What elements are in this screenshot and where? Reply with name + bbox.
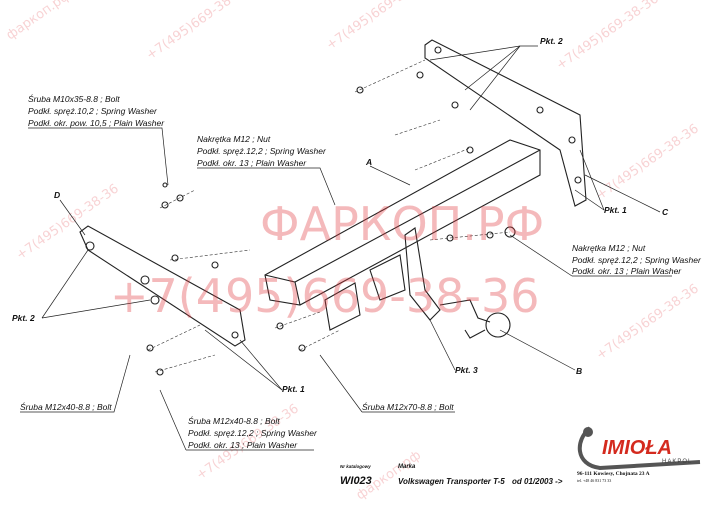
svg-text:Podkł. spręż.12,2 ; Spring Was: Podkł. spręż.12,2 ; Spring Washer	[197, 146, 327, 156]
towball-b	[439, 299, 511, 339]
svg-text:+7(495)669-38-36: +7(495)669-38-36	[14, 181, 122, 263]
crossbar-a	[264, 139, 541, 331]
callout-bottom-right: Śruba M12x70-8.8 ; Bolt	[362, 401, 454, 412]
callout-top-left: Śruba M10x35-8.8 ; Bolt Podkł. spręż.10,…	[28, 93, 165, 128]
watermark-phone: +7(495)669-38-36	[110, 269, 540, 323]
callout-top-mid: Nakrętka M12 ; Nut Podkł. spręż.12,2 ; S…	[197, 134, 327, 168]
label-pkt2-left: Pkt. 2	[12, 313, 35, 323]
label-pkt2-top: Pkt. 2	[540, 36, 563, 46]
label-d: D	[54, 190, 60, 200]
svg-text:Marka: Marka	[398, 464, 416, 470]
svg-text:Śruba M10x35-8.8 ; Bolt: Śruba M10x35-8.8 ; Bolt	[28, 93, 120, 104]
svg-text:+7(495)669-38-36: +7(495)669-38-36	[144, 0, 252, 63]
label-c: C	[662, 207, 669, 217]
svg-text:Podkł. okr. 13 ; Plain Washer: Podkł. okr. 13 ; Plain Washer	[188, 440, 298, 450]
callout-bottom-mid: Śruba M12x40-8.8 ; Bolt Podkł. spręż.12,…	[188, 415, 318, 450]
svg-text:Podkł. okr. 13 ; Plain Washer: Podkł. okr. 13 ; Plain Washer	[572, 266, 682, 276]
vehicle-model: Volkswagen Transporter T-5	[398, 477, 505, 486]
title-block: Nr katalogowy Marka WI023 Volkswagen Tra…	[340, 464, 563, 487]
label-b: B	[576, 366, 582, 376]
catalog-number: WI023	[340, 475, 372, 487]
svg-text:Nr katalogowy: Nr katalogowy	[340, 464, 371, 469]
svg-text:+7(495)669-38-36: +7(495)669-38-36	[324, 0, 432, 53]
svg-text:+7(495)669-38-36: +7(495)669-38-36	[594, 121, 702, 203]
label-a: A	[365, 157, 372, 167]
callout-bottom-left: Śruba M12x40-8.8 ; Bolt	[20, 401, 112, 412]
svg-text:+7(495)669-38-36: +7(495)669-38-36	[554, 0, 662, 73]
svg-text:Nakrętka M12 ; Nut: Nakrętka M12 ; Nut	[572, 243, 646, 253]
label-pkt1-right: Pkt. 1	[604, 205, 627, 215]
label-pkt1-bottom: Pkt. 1	[282, 384, 305, 394]
bracket-c	[424, 39, 587, 207]
svg-text:Śruba M12x40-8.8 ; Bolt: Śruba M12x40-8.8 ; Bolt	[188, 415, 280, 426]
imiola-logo: IMIOŁA HAKPOL	[577, 426, 701, 471]
svg-text:фаркоп.рф: фаркоп.рф	[4, 0, 74, 43]
label-pkt3: Pkt. 3	[455, 365, 478, 375]
svg-text:Podkł. okr. pow. 10,5 ; Plain: Podkł. okr. pow. 10,5 ; Plain Washer	[28, 118, 165, 128]
watermark-site: ФАРКОП.РФ	[260, 197, 544, 251]
svg-text:Nakrętka M12 ; Nut: Nakrętka M12 ; Nut	[197, 134, 271, 144]
svg-text:Podkł. okr. 13 ; Plain Washer: Podkł. okr. 13 ; Plain Washer	[197, 158, 307, 168]
svg-text:Podkł. spręż.12,2 ; Spring Was: Podkł. spręż.12,2 ; Spring Washer	[572, 255, 702, 265]
fasteners	[146, 59, 516, 376]
svg-text:Podkł. spręż.12,2 ; Spring Was: Podkł. spręż.12,2 ; Spring Washer	[188, 428, 318, 438]
address: 96-111 Kowiesy, Chojnata 23 A	[577, 471, 650, 477]
leader-lines	[20, 45, 672, 451]
svg-text:HAKPOL: HAKPOL	[662, 459, 692, 465]
svg-text:Podkł. spręż.10,2 ; Spring Was: Podkł. spręż.10,2 ; Spring Washer	[28, 106, 158, 116]
callout-right: Nakrętka M12 ; Nut Podkł. spręż.12,2 ; S…	[572, 243, 702, 276]
phone: tel. +48 46 831 73 33	[577, 478, 611, 483]
svg-text:IMIOŁA: IMIOŁA	[602, 437, 672, 459]
model-date: od 01/2003 ->	[512, 477, 563, 486]
svg-text:+7(495)669-38-36: +7(495)669-38-36	[594, 281, 702, 363]
